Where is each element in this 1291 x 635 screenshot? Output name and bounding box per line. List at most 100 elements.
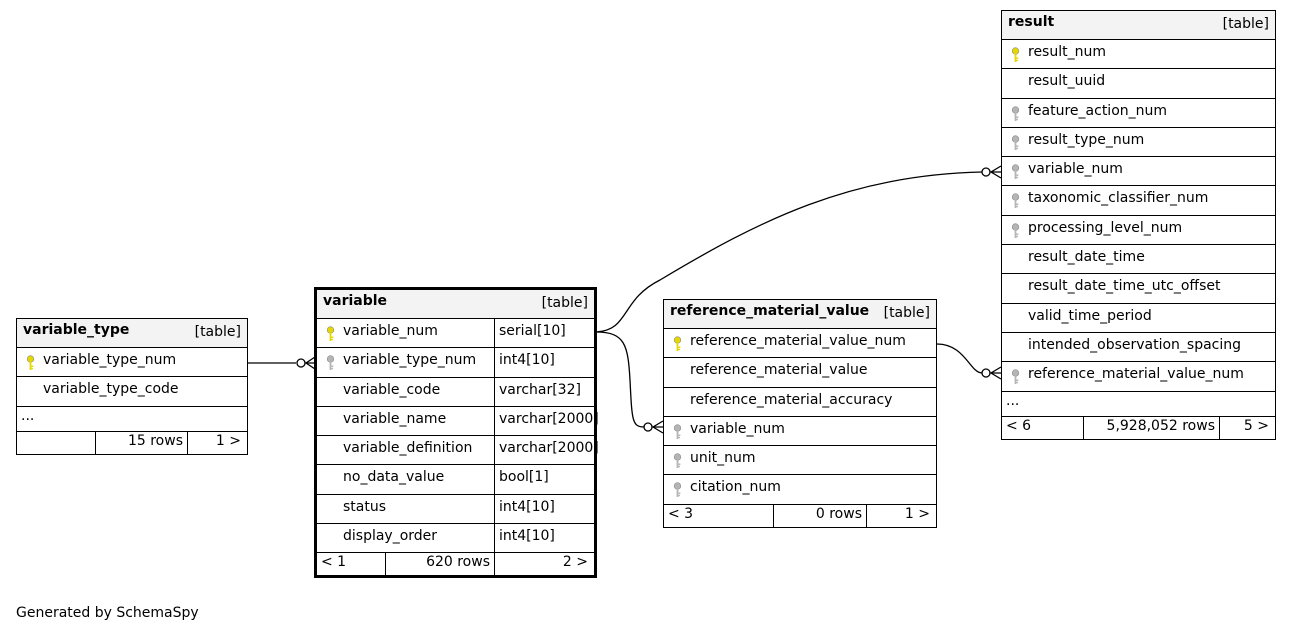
column-row[interactable]: unit_num xyxy=(664,446,936,476)
row-count: 5,928,052 rows xyxy=(1083,416,1219,439)
column-name: variable_num xyxy=(690,420,785,437)
table-footer: 15 rows 1 > xyxy=(17,431,247,454)
parents-count[interactable]: < 6 xyxy=(1006,417,1032,434)
row-count: 15 rows xyxy=(95,431,187,454)
column-type: int4[10] xyxy=(494,524,594,553)
table-name: variable xyxy=(323,293,388,309)
column-row[interactable]: intended_observation_spacing xyxy=(1002,333,1275,363)
column-name: valid_time_period xyxy=(1028,307,1152,324)
edge-reference-material-value-to-result xyxy=(936,343,983,374)
parents-count[interactable] xyxy=(17,432,95,454)
column-row[interactable]: result_type_num xyxy=(1002,128,1275,158)
column-row[interactable]: display_order int4[10] xyxy=(317,524,594,554)
column-name: variable_num xyxy=(1028,161,1123,178)
column-name: variable_code xyxy=(343,381,441,398)
more-columns: ... xyxy=(17,407,247,432)
column-row[interactable]: variable_num xyxy=(664,417,936,447)
column-row[interactable]: taxonomic_classifier_num xyxy=(1002,186,1275,216)
column-row[interactable]: reference_material_value xyxy=(664,358,936,388)
children-count[interactable]: 1 > xyxy=(866,504,936,527)
column-name: citation_num xyxy=(690,479,781,496)
column-name: display_order xyxy=(343,528,438,545)
parents-count[interactable]: < 3 xyxy=(668,505,694,522)
column-row[interactable]: feature_action_num xyxy=(1002,99,1275,128)
column-row[interactable]: result_date_time_utc_offset xyxy=(1002,274,1275,304)
table-kind: [table] xyxy=(194,324,241,340)
table-result[interactable]: result [table] result_num result_uuid fe… xyxy=(1001,10,1276,440)
foreign-key-icon xyxy=(1011,164,1020,180)
column-row[interactable]: status int4[10] xyxy=(317,494,594,525)
primary-key-icon xyxy=(26,355,35,371)
parents-count[interactable]: < 1 xyxy=(321,554,347,571)
column-row[interactable]: variable_type_num xyxy=(17,348,247,378)
column-name: result_date_time xyxy=(1028,249,1145,266)
column-type: varchar[2000] xyxy=(494,436,599,465)
column-row[interactable]: variable_type_num int4[10] xyxy=(317,348,594,378)
foreign-key-icon xyxy=(1011,193,1020,209)
column-row[interactable]: result_uuid xyxy=(1002,69,1275,99)
column-name: variable_type_num xyxy=(43,352,177,368)
column-type: int4[10] xyxy=(494,348,594,377)
row-count: 0 rows xyxy=(773,504,866,527)
column-row[interactable]: processing_level_num xyxy=(1002,216,1275,246)
column-type: bool[1] xyxy=(494,465,594,494)
column-name: intended_observation_spacing xyxy=(1028,336,1242,353)
column-row[interactable]: variable_code varchar[32] xyxy=(317,377,594,407)
table-kind: [table] xyxy=(541,295,588,311)
foreign-key-icon xyxy=(1011,105,1020,122)
foreign-key-icon xyxy=(1011,369,1020,385)
table-variable-type[interactable]: variable_type [table] variable_type_num … xyxy=(16,318,248,455)
row-count: 620 rows xyxy=(385,553,494,576)
column-name: reference_material_accuracy xyxy=(690,391,893,408)
column-row[interactable]: result_num xyxy=(1002,40,1275,70)
edge-many-marker xyxy=(989,165,1002,179)
column-name: result_type_num xyxy=(1028,131,1145,148)
foreign-key-icon xyxy=(1011,135,1020,151)
more-columns: ... xyxy=(1002,392,1275,417)
column-name: reference_material_value xyxy=(690,362,868,379)
table-reference-material-value[interactable]: reference_material_value [table] referen… xyxy=(663,299,937,528)
column-row[interactable]: reference_material_accuracy xyxy=(664,388,936,417)
column-name: variable_name xyxy=(343,410,447,427)
column-name: variable_type_num xyxy=(343,352,477,369)
table-header: variable [table] xyxy=(317,290,594,319)
column-row[interactable]: variable_num xyxy=(1002,157,1275,187)
column-name: variable_type_code xyxy=(43,381,179,398)
edge-zero-marker xyxy=(643,422,653,432)
children-count[interactable]: 5 > xyxy=(1219,416,1275,439)
column-name: result_uuid xyxy=(1028,73,1106,90)
children-count[interactable]: 2 > xyxy=(494,553,594,576)
column-row[interactable]: reference_material_value_num xyxy=(1002,362,1275,392)
edge-many-marker xyxy=(304,356,316,370)
column-row[interactable]: valid_time_period xyxy=(1002,304,1275,333)
column-row[interactable]: result_date_time xyxy=(1002,245,1275,275)
primary-key-icon xyxy=(326,326,335,342)
table-variable[interactable]: variable [table] variable_num serial[10]… xyxy=(314,287,599,579)
edge-zero-marker xyxy=(981,368,991,378)
edge-variable-to-reference-material-value xyxy=(595,331,645,428)
column-row[interactable]: variable_definition varchar[2000] xyxy=(317,436,599,466)
column-row[interactable]: no_data_value bool[1] xyxy=(317,465,594,495)
column-name: taxonomic_classifier_num xyxy=(1028,190,1209,207)
column-type: varchar[32] xyxy=(494,377,594,406)
children-count[interactable]: 1 > xyxy=(187,431,247,454)
column-name: reference_material_value_num xyxy=(1028,366,1244,383)
column-name: unit_num xyxy=(690,450,756,467)
column-row[interactable]: variable_num serial[10] xyxy=(317,319,594,349)
foreign-key-icon xyxy=(673,482,682,498)
table-name: variable_type xyxy=(23,322,130,338)
foreign-key-icon xyxy=(673,424,682,440)
column-row[interactable]: citation_num xyxy=(664,475,936,505)
column-type: serial[10] xyxy=(494,319,594,348)
column-row[interactable]: reference_material_value_num xyxy=(664,329,936,359)
generated-by-caption: Generated by SchemaSpy xyxy=(16,605,199,621)
foreign-key-icon xyxy=(673,453,682,469)
column-row[interactable]: variable_name varchar[2000] xyxy=(317,406,599,437)
column-type: varchar[2000] xyxy=(494,406,599,436)
column-name: variable_num xyxy=(343,323,438,339)
column-row[interactable]: variable_type_code xyxy=(17,377,247,407)
column-name: processing_level_num xyxy=(1028,219,1183,236)
column-name: feature_action_num xyxy=(1028,102,1168,119)
table-footer: < 1 620 rows 2 > xyxy=(317,553,594,576)
table-header: reference_material_value [table] xyxy=(664,300,936,329)
